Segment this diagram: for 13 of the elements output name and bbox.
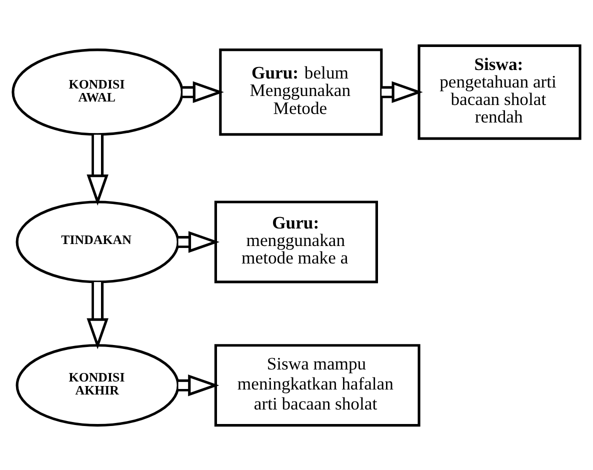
arrow bbox=[382, 80, 423, 102]
node-box: Guru: menggunakan metode make a bbox=[214, 200, 378, 283]
node-ellipse: KONDISI AWAL bbox=[12, 48, 184, 136]
arrow bbox=[86, 134, 108, 206]
node-box: Siswa: pengetahuan arti bacaan sholat rendah bbox=[418, 44, 582, 140]
arrow bbox=[182, 80, 224, 102]
arrow bbox=[178, 374, 220, 396]
node-box: Siswa mampu meningkatkan hafalan arti bacaan sholat bbox=[214, 344, 420, 426]
node-box: Guru: belum Menggunakan Metode bbox=[219, 48, 383, 136]
arrow bbox=[86, 282, 108, 349]
node-ellipse: TINDAKAN bbox=[16, 200, 180, 283]
node-ellipse: KONDISI AKHIR bbox=[16, 344, 180, 426]
arrow bbox=[178, 230, 220, 252]
